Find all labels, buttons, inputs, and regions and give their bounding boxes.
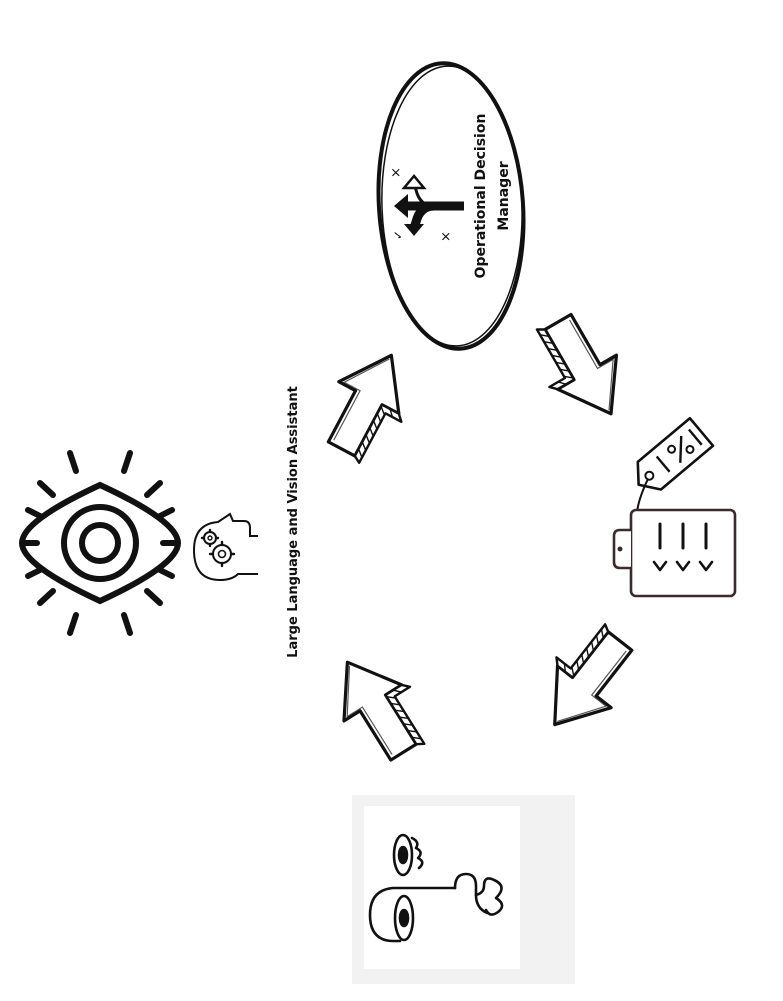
- decision-arrows-icon: ✓ × ×: [389, 167, 464, 242]
- llva-label: Large Language and Vision Assistant: [286, 386, 301, 658]
- head-gears-icon: [192, 512, 258, 582]
- svg-text:✓: ✓: [391, 230, 405, 240]
- sketch-arrow-icon: [308, 337, 429, 473]
- face-sketch-icon: [368, 833, 504, 943]
- svg-text:×: ×: [439, 231, 454, 242]
- radiating-eye-icon: [18, 450, 182, 636]
- sketch-arrow-icon: [521, 611, 651, 748]
- clipboard-icon: [612, 508, 737, 598]
- odm-label-line2: Manager: [496, 161, 512, 230]
- svg-text:×: ×: [389, 167, 404, 178]
- sketch-arrow-icon: [316, 639, 442, 776]
- odm-node: [376, 61, 526, 351]
- odm-label-line1: Operational Decision: [473, 114, 489, 279]
- sketch-arrow-icon: [519, 299, 643, 436]
